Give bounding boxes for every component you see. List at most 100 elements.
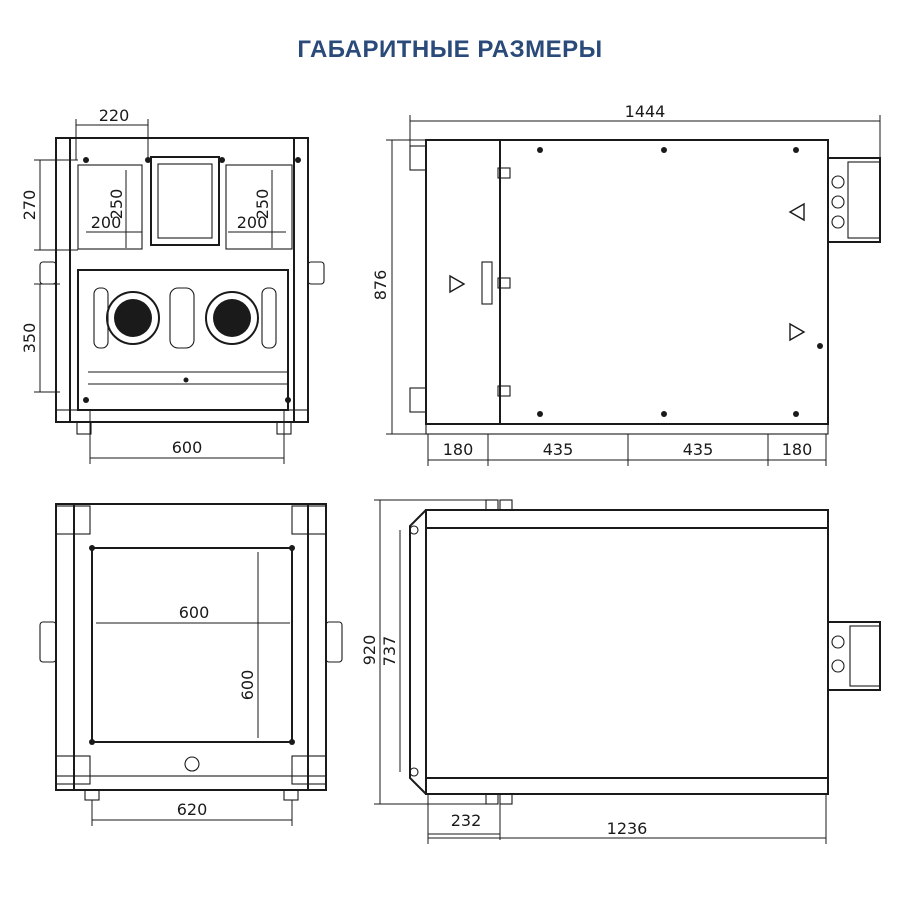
dim-label-600-front: 600 xyxy=(172,438,203,457)
dim-label-200-left: 200 xyxy=(91,213,122,232)
side-view-bolt xyxy=(661,147,667,153)
front-view-port-center xyxy=(150,156,220,246)
front-view-outer-frame xyxy=(55,137,309,423)
side-view-latch xyxy=(497,277,511,289)
dim-label-620: 620 xyxy=(177,800,208,819)
side-view-outlet-hole xyxy=(831,175,845,189)
side-view-bolt xyxy=(537,411,543,417)
front-view: 220 270 250 200 250 200 350 600 xyxy=(20,106,325,464)
back-view-handle-right xyxy=(325,621,343,663)
back-view-corner xyxy=(291,755,327,785)
side-view-base xyxy=(425,423,829,435)
top-view-pivot xyxy=(409,767,419,777)
back-view-inner-frame xyxy=(73,503,309,791)
back-view-handle-left xyxy=(39,621,57,663)
front-view-slot-left xyxy=(93,287,109,349)
front-view-bolt xyxy=(183,377,189,383)
top-view-hinge xyxy=(485,499,499,511)
front-view-filter-slot xyxy=(169,287,195,349)
back-view-foot-left xyxy=(84,789,100,801)
front-view-handle-left xyxy=(39,261,57,285)
front-view-bolt xyxy=(83,157,89,163)
front-view-bolt xyxy=(285,397,291,403)
front-view-port-left xyxy=(77,164,143,250)
back-view-bolt xyxy=(89,739,95,745)
dim-label-seg1: 180 xyxy=(443,440,474,459)
dim-label-250-right: 250 xyxy=(253,189,272,220)
dim-label-232: 232 xyxy=(451,811,482,830)
top-view-hinge xyxy=(499,499,513,511)
dim-label-920: 920 xyxy=(360,635,379,666)
top-view-pivot xyxy=(409,525,419,535)
back-view-bolt xyxy=(89,545,95,551)
top-view-hinge xyxy=(499,793,513,805)
dim-label-1236: 1236 xyxy=(607,819,648,838)
dim-label-876: 876 xyxy=(371,270,390,301)
back-view-corner xyxy=(55,755,91,785)
back-view-drain xyxy=(184,756,200,772)
front-view-slot-right xyxy=(261,287,277,349)
front-view-lower-panel xyxy=(77,269,289,411)
back-view-bolt xyxy=(289,545,295,551)
top-view-body xyxy=(425,509,829,795)
side-view-flow-arrow xyxy=(789,322,806,342)
side-view-hinge xyxy=(409,387,427,413)
side-view-bolt xyxy=(793,147,799,153)
side-view-bolt xyxy=(537,147,543,153)
front-view-fan-right xyxy=(205,291,259,345)
side-view-bolt xyxy=(817,343,823,349)
dim-label-1444: 1444 xyxy=(625,102,666,121)
side-view-body xyxy=(425,139,829,425)
top-view-outlet-hole xyxy=(831,659,845,673)
side-view-outlet-hole xyxy=(831,195,845,209)
side-view-hinge xyxy=(409,145,427,171)
front-view-base-rail xyxy=(55,409,309,423)
back-view-panel xyxy=(91,547,293,743)
dim-label-737: 737 xyxy=(380,636,399,667)
side-view: 1444 876 180 435 435 180 xyxy=(371,102,881,466)
front-view-bolt xyxy=(83,397,89,403)
back-view-foot-right xyxy=(283,789,299,801)
top-view-door-profile xyxy=(409,509,427,795)
back-view: 600 600 620 xyxy=(39,503,343,826)
top-view: 920 737 232 1236 xyxy=(360,499,881,844)
side-view-outlet-flange xyxy=(847,161,881,239)
dim-label-350: 350 xyxy=(20,323,39,354)
front-view-fan-left-hub xyxy=(114,299,152,337)
back-view-base-rail xyxy=(55,775,327,791)
dim-label-250-left: 250 xyxy=(107,189,126,220)
front-view-port-right xyxy=(225,164,293,250)
side-view-outlet-box xyxy=(827,157,881,243)
top-view-outlet-flange xyxy=(849,625,881,687)
side-view-outlet-hole xyxy=(831,215,845,229)
front-view-fan-right-hub xyxy=(213,299,251,337)
side-view-flow-arrow xyxy=(788,202,805,222)
front-view-inner-frame xyxy=(69,137,295,423)
dim-label-600-back-h: 600 xyxy=(179,603,210,622)
back-view-corner xyxy=(55,505,91,535)
dim-label-seg2: 435 xyxy=(543,440,574,459)
back-view-bolt xyxy=(289,739,295,745)
top-view-hinge xyxy=(485,793,499,805)
front-view-handle-right xyxy=(307,261,325,285)
top-view-outlet-hole xyxy=(831,635,845,649)
page-title: ГАБАРИТНЫЕ РАЗМЕРЫ xyxy=(297,36,603,63)
front-view-port-center-inner xyxy=(157,163,213,239)
side-view-flow-arrow xyxy=(449,274,466,294)
front-view-bolt xyxy=(295,157,301,163)
dim-label-seg4: 180 xyxy=(782,440,813,459)
front-view-bolt xyxy=(219,157,225,163)
dim-label-seg3: 435 xyxy=(683,440,714,459)
dim-label-220: 220 xyxy=(99,106,130,125)
back-view-outer-frame xyxy=(55,503,327,791)
dim-label-270: 270 xyxy=(20,190,39,221)
side-view-bolt xyxy=(661,411,667,417)
dim-label-600-back-v: 600 xyxy=(238,670,257,701)
dim-label-200-right: 200 xyxy=(237,213,268,232)
back-view-corner xyxy=(291,505,327,535)
front-view-fan-left xyxy=(106,291,160,345)
front-view-foot-left xyxy=(76,421,92,435)
side-view-latch xyxy=(497,167,511,179)
side-view-bolt xyxy=(793,411,799,417)
